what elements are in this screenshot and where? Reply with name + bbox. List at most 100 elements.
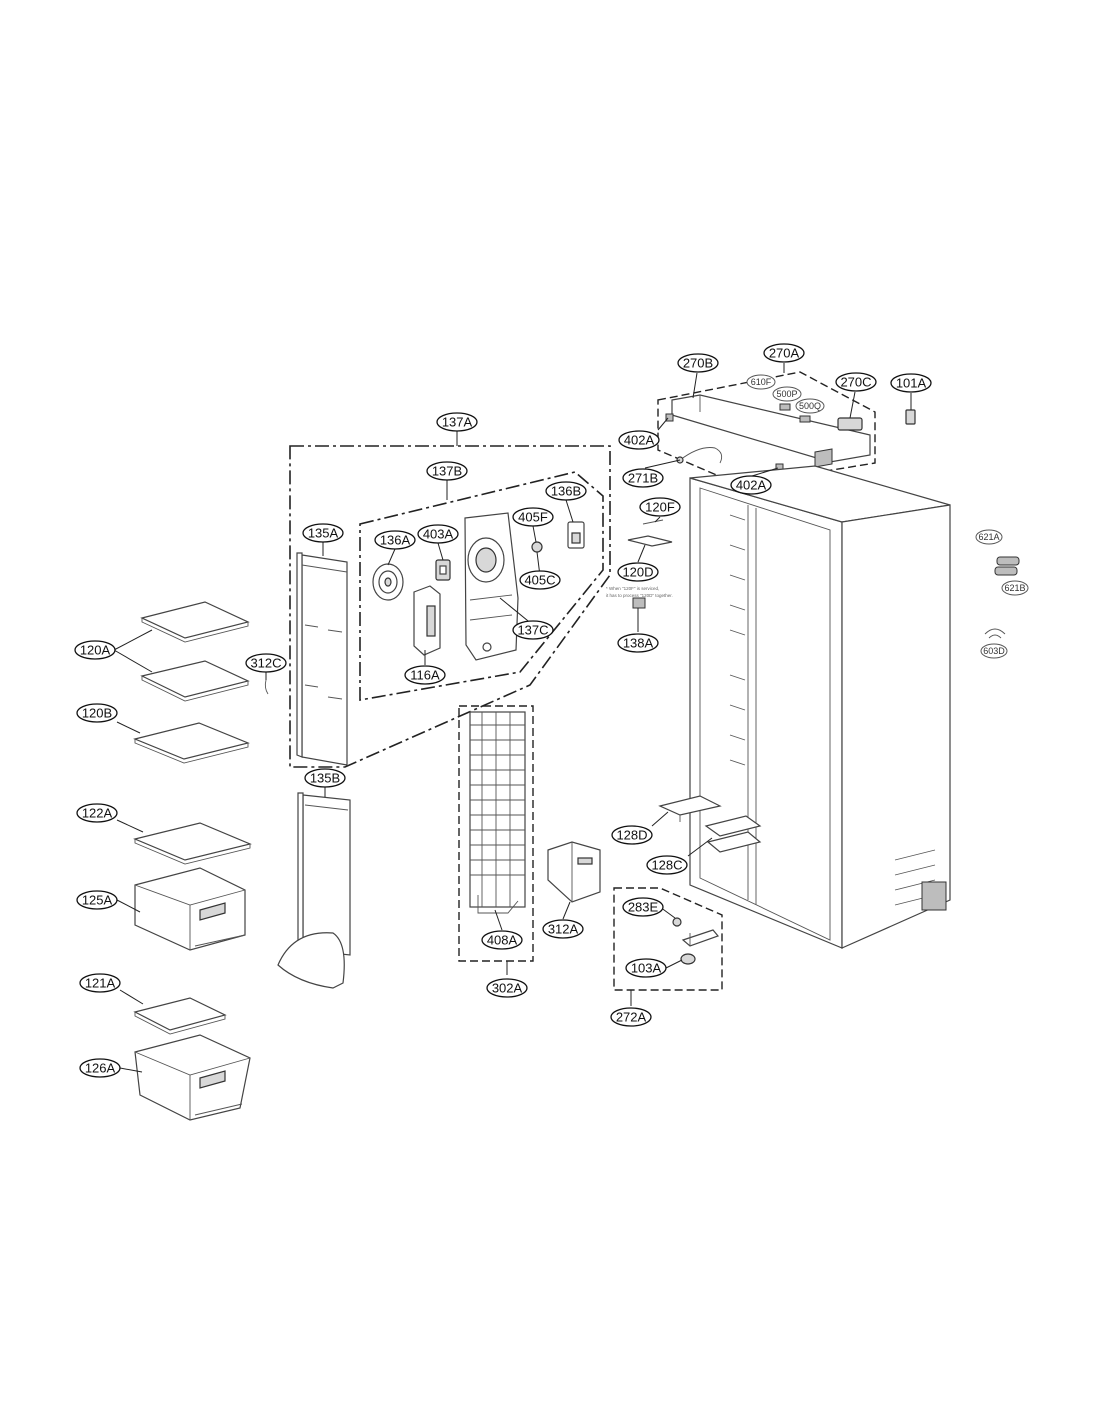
svg-text:302A: 302A (492, 981, 523, 996)
hinge-cover-270c (837, 417, 863, 431)
shelf-120a-lower (140, 660, 250, 702)
svg-text:128C: 128C (651, 858, 682, 873)
label-136a: 136A (374, 530, 416, 550)
fittings-621a-621b (994, 556, 1020, 576)
svg-text:621A: 621A (978, 532, 999, 542)
svg-text:312A: 312A (548, 922, 579, 937)
refrigerator-cabinet (689, 465, 951, 949)
svg-text:500Q: 500Q (799, 401, 821, 411)
cover-312a (547, 841, 601, 903)
label-122a: 122A (76, 803, 118, 823)
label-121a: 121A (79, 973, 121, 993)
svg-text:101A: 101A (896, 376, 927, 391)
cabinet-vent-grille (894, 849, 947, 911)
group-outline-272a (613, 887, 723, 991)
svg-text:137A: 137A (442, 415, 473, 430)
svg-text:137C: 137C (517, 623, 548, 638)
svg-text:621B: 621B (1004, 583, 1025, 593)
group-outline-302a (458, 705, 534, 962)
svg-text:312C: 312C (250, 656, 281, 671)
svg-text:120F: 120F (645, 500, 675, 515)
crisper-drawer-125a (134, 867, 246, 951)
shelf-121a (133, 997, 227, 1035)
shelf-120b (133, 722, 250, 764)
label-312a: 312A (542, 919, 584, 939)
svg-text:402A: 402A (624, 433, 655, 448)
svg-text:120A: 120A (80, 643, 111, 658)
part-120f (642, 519, 664, 525)
group-outline-137a (289, 445, 611, 768)
label-405f: 405F (512, 507, 554, 527)
label-137b: 137B (426, 461, 468, 481)
svg-text:271B: 271B (628, 471, 658, 486)
svg-text:103A: 103A (631, 961, 662, 976)
evaporator-408a (469, 711, 526, 914)
label-403a: 403A (417, 524, 459, 544)
label-408a: 408A (481, 930, 523, 950)
shelf-120a-upper (140, 601, 250, 643)
svg-text:283E: 283E (628, 900, 659, 915)
cover-116a (413, 585, 441, 656)
wire-harness-271b (676, 447, 723, 464)
svg-text:120B: 120B (82, 706, 112, 721)
label-270b: 270B (677, 353, 719, 373)
label-135a: 135A (302, 523, 344, 543)
label-128d: 128D (611, 825, 653, 845)
svg-text:135B: 135B (310, 771, 340, 786)
svg-text:405F: 405F (518, 510, 548, 525)
svg-text:403A: 403A (423, 527, 454, 542)
label-272a: 272A (610, 1007, 652, 1027)
label-302a: 302A (486, 978, 528, 998)
rail-128c (704, 815, 762, 853)
top-cover-270b (671, 394, 871, 468)
svg-text:120D: 120D (622, 565, 653, 580)
label-500q: 500Q (795, 398, 825, 414)
label-103a: 103A (625, 958, 667, 978)
fan-136a (372, 563, 404, 601)
svg-text:610F: 610F (751, 377, 772, 387)
leader-lines (113, 363, 912, 1073)
fan-housing-137c (464, 512, 519, 661)
roller-103a (680, 953, 696, 965)
svg-text:122A: 122A (82, 806, 113, 821)
svg-text:272A: 272A (616, 1010, 647, 1025)
svg-text:603D: 603D (983, 646, 1005, 656)
svg-text:128D: 128D (616, 828, 647, 843)
cabinet-shelf-rails (729, 514, 746, 766)
label-120f: 120F (639, 497, 681, 517)
group-outline-137b (359, 471, 604, 701)
svg-text:137B: 137B (432, 464, 462, 479)
label-500p: 500P (772, 386, 802, 402)
service-note-line1: * When "120F" is serviced, (606, 586, 659, 591)
label-137a: 137A (436, 412, 478, 432)
label-312c: 312C (245, 653, 287, 673)
screw-402a-left (665, 413, 674, 422)
svg-text:270C: 270C (840, 375, 871, 390)
svg-text:402A: 402A (736, 478, 767, 493)
svg-text:121A: 121A (85, 976, 116, 991)
label-621b: 621B (1001, 580, 1029, 596)
label-120a: 120A (74, 640, 116, 660)
motor-403a (435, 559, 451, 581)
svg-text:500P: 500P (776, 389, 797, 399)
label-136b: 136B (545, 481, 587, 501)
label-402a-right: 402A (730, 475, 772, 495)
svg-text:125A: 125A (82, 893, 113, 908)
label-271b: 271B (622, 468, 664, 488)
svg-text:135A: 135A (308, 526, 339, 541)
label-138a: 138A (617, 633, 659, 653)
group-outline-270a (657, 371, 876, 486)
svg-text:405C: 405C (524, 573, 555, 588)
svg-text:126A: 126A (85, 1061, 116, 1076)
label-125a: 125A (76, 890, 118, 910)
label-603d: 603D (980, 643, 1008, 659)
label-120d: 120D (617, 562, 659, 582)
label-116a: 116A (404, 665, 446, 685)
label-621a: 621A (975, 529, 1003, 545)
label-137c: 137C (512, 620, 554, 640)
label-270c: 270C (835, 372, 877, 392)
hinge-272a (681, 929, 720, 947)
label-128c: 128C (646, 855, 688, 875)
crisper-drawer-126a (134, 1034, 251, 1121)
